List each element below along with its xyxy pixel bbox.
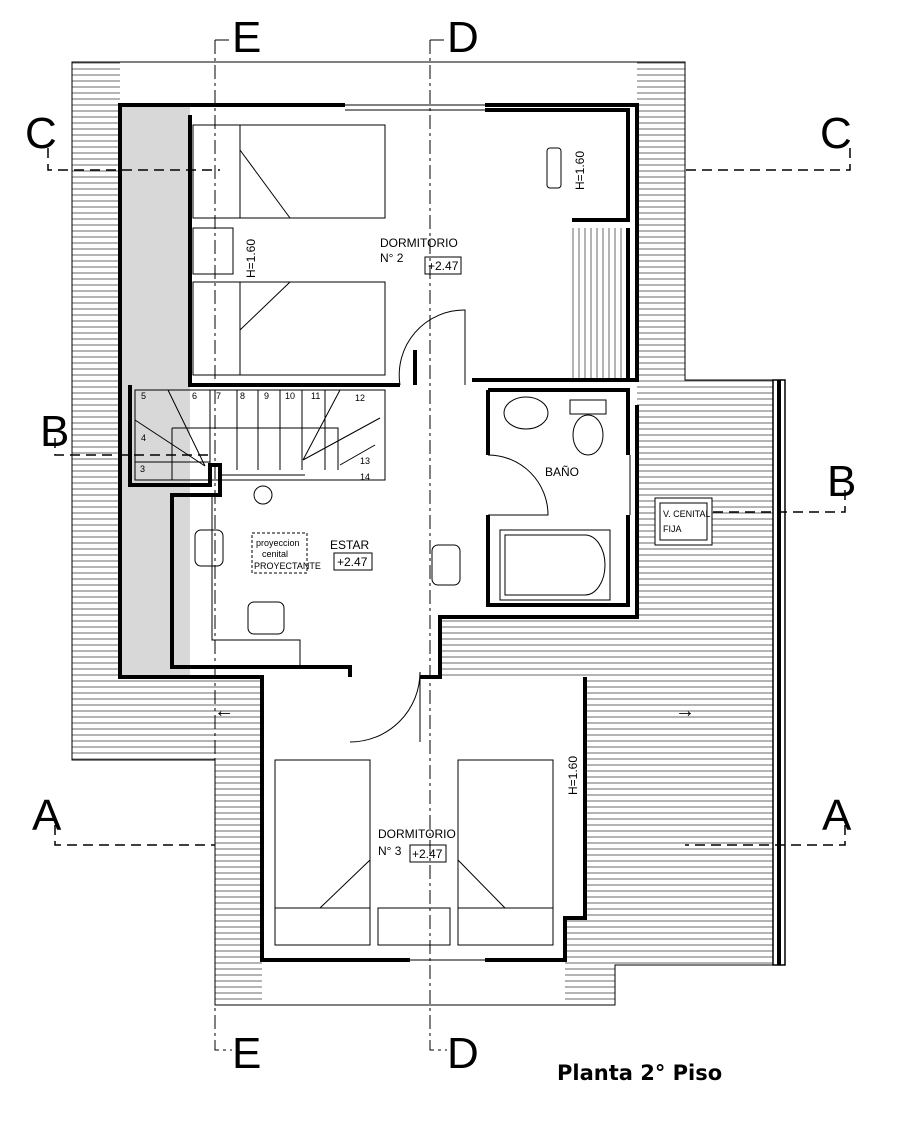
svg-text:9: 9 — [264, 391, 269, 401]
section-label-b: B — [827, 457, 856, 506]
plan-title: Planta 2° Piso — [557, 1061, 722, 1085]
svg-text:7: 7 — [216, 391, 221, 401]
slope-arrow-right: → — [675, 700, 695, 722]
dorm2-level: +2.47 — [428, 259, 459, 273]
dorm2-number: N° 2 — [380, 251, 404, 265]
dorm2-name: DORMITORIO — [380, 236, 458, 250]
svg-text:V. CENITAL: V. CENITAL — [663, 509, 711, 519]
svg-text:6: 6 — [192, 391, 197, 401]
stair-step-numbers: 3 4 5 6 7 8 9 10 11 12 13 14 — [140, 391, 370, 482]
svg-text:proyeccion: proyeccion — [256, 538, 300, 548]
furniture — [194, 147, 611, 667]
height-label: H=1.60 — [566, 756, 580, 795]
svg-text:4: 4 — [141, 433, 146, 443]
height-label: H=1.60 — [573, 151, 587, 190]
dorm3-name: DORMITORIO — [378, 827, 456, 841]
section-lines — [47, 39, 851, 1051]
beds-dorm3 — [274, 759, 554, 946]
section-label-e: E — [232, 1029, 261, 1078]
svg-text:cenital: cenital — [262, 549, 288, 559]
roof-outline — [71, 61, 776, 1006]
skylight-projection: proyeccion cenital PROYECTANTE — [251, 532, 321, 574]
svg-text:10: 10 — [285, 391, 295, 401]
section-label-c: C — [820, 109, 852, 158]
roof-hatching — [72, 62, 775, 1005]
svg-text:FIJA: FIJA — [663, 524, 682, 534]
estar-level: +2.47 — [337, 555, 368, 569]
slope-arrow-left: ← — [214, 700, 234, 722]
section-label-d: D — [447, 13, 479, 62]
svg-text:8: 8 — [240, 391, 245, 401]
estar-name: ESTAR — [330, 538, 369, 552]
beds-dorm2 — [192, 124, 386, 376]
doors — [349, 309, 549, 743]
section-label-c: C — [25, 109, 57, 158]
stair — [134, 389, 386, 505]
svg-text:3: 3 — [140, 464, 145, 474]
section-label-d: D — [447, 1029, 479, 1078]
bano-name: BAÑO — [545, 465, 579, 479]
dorm3-level: +2.47 — [412, 847, 443, 861]
svg-text:5: 5 — [141, 391, 146, 401]
dorm3-number: N° 3 — [378, 844, 402, 858]
section-label-b: B — [40, 407, 69, 456]
svg-text:13: 13 — [360, 456, 370, 466]
svg-text:12: 12 — [355, 393, 365, 403]
svg-text:14: 14 — [360, 472, 370, 482]
svg-text:PROYECTANTE: PROYECTANTE — [254, 561, 321, 571]
section-label-a: A — [32, 791, 62, 840]
svg-text:11: 11 — [311, 391, 320, 401]
skylight-fixed: V. CENITAL FIJA — [654, 497, 713, 546]
section-label-a: A — [822, 791, 852, 840]
height-label: H=1.60 — [244, 239, 258, 278]
section-label-e: E — [232, 13, 261, 62]
